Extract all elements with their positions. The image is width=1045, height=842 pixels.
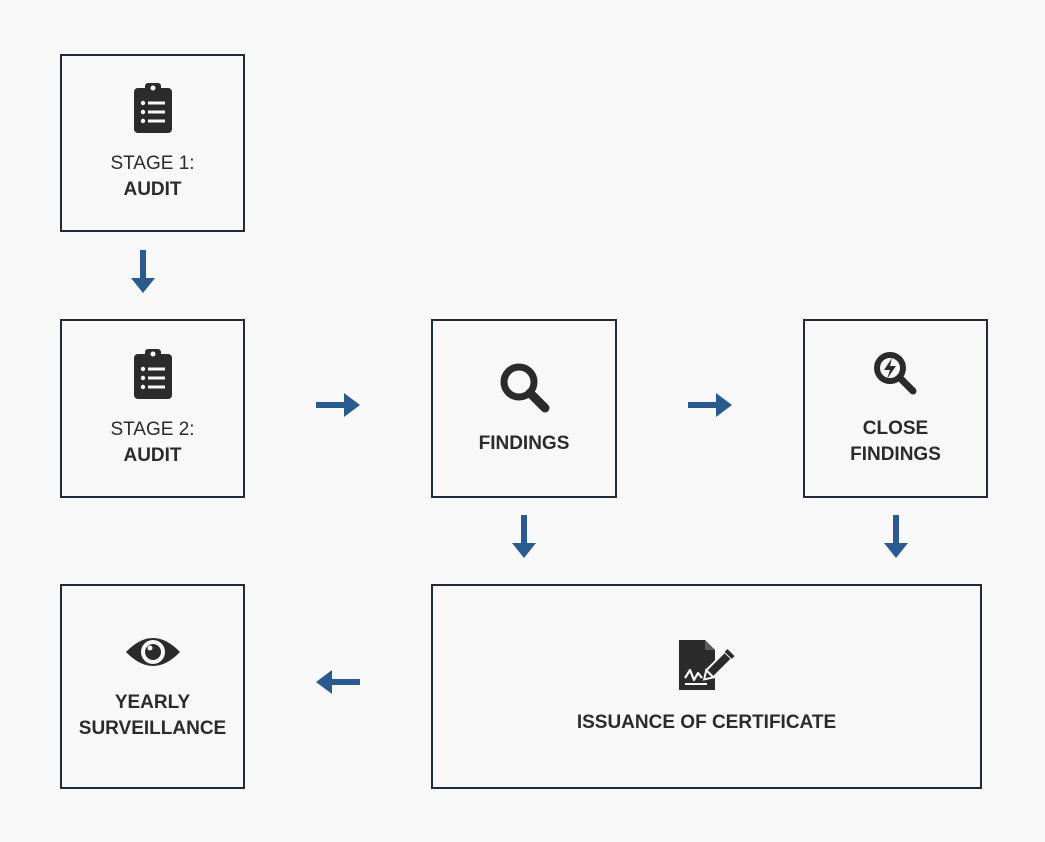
findings-label: FINDINGS [479,431,570,457]
arrow-right-stage2-to-findings [316,393,360,417]
certificate-title: ISSUANCE OF CERTIFICATE [576,711,837,733]
stage-2-audit-box: STAGE 2: AUDIT [60,319,245,498]
stage-1-subtitle: AUDIT [123,179,182,200]
issuance-certificate-box: ISSUANCE OF CERTIFICATE [431,584,982,789]
close-findings-box: CLOSE FINDINGS [803,319,988,498]
signed-document-icon [678,639,735,690]
stage-2-title: STAGE 2: [110,418,195,440]
arrow-left-certificate-to-yearly [316,670,360,694]
arrow-down-close-to-certificate [884,515,908,558]
arrow-down-findings-to-certificate [512,515,536,558]
yearly-surveillance-label: YEARLY SURVEILLANCE [79,690,226,742]
close-findings-line1: CLOSE [862,417,929,439]
arrow-down-stage1-to-stage2 [131,250,155,293]
findings-box: FINDINGS [431,319,617,498]
search-bolt-icon [873,351,916,394]
stage-2-label: STAGE 2: AUDIT [110,417,194,469]
arrow-right-findings-to-close [688,393,732,417]
certificate-label: ISSUANCE OF CERTIFICATE [577,710,836,736]
stage-1-title: STAGE 1: [110,153,195,174]
stage-2-subtitle: AUDIT [123,444,182,466]
stage-1-audit-box: STAGE 1: AUDIT [60,54,245,232]
stage-1-label: STAGE 1: AUDIT [110,151,194,203]
yearly-line2: SURVEILLANCE [78,717,227,739]
findings-title: FINDINGS [478,432,570,454]
eye-icon [125,637,180,666]
close-findings-label: CLOSE FINDINGS [850,416,941,468]
clipboard-list-icon [133,348,172,399]
clipboard-list-icon [133,83,172,133]
yearly-line1: YEARLY [114,691,191,713]
close-findings-line2: FINDINGS [850,443,941,465]
yearly-surveillance-box: YEARLY SURVEILLANCE [60,584,245,789]
magnifier-icon [500,363,550,412]
